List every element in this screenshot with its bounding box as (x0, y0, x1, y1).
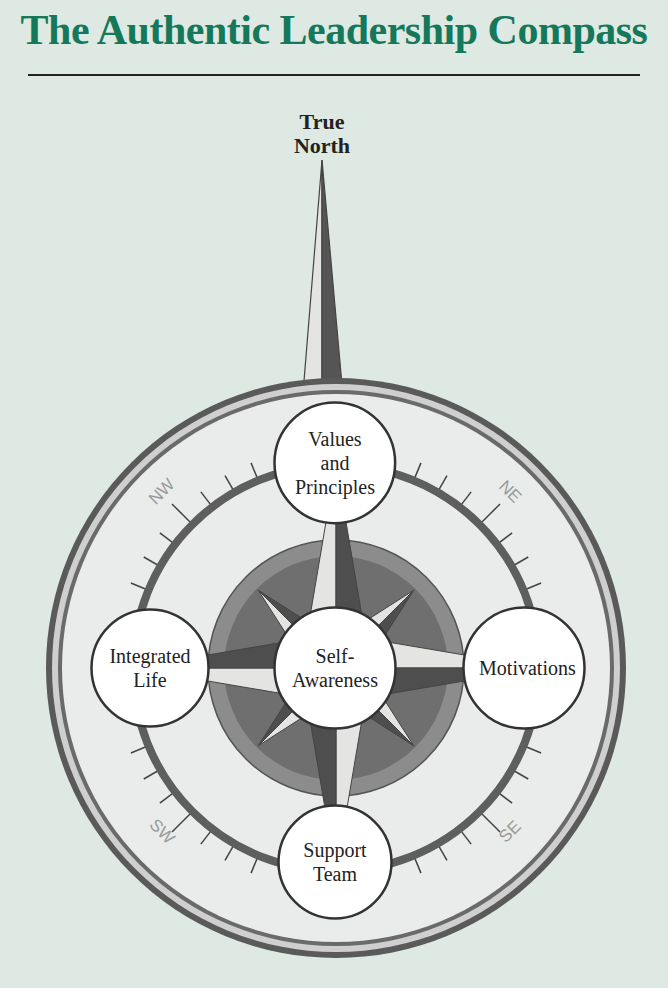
compass-circle: Values and Principles (273, 401, 397, 525)
direction-label: NW (145, 475, 179, 509)
compass-circle: Self-Awareness (273, 606, 397, 730)
circle-label: Integrated Life (107, 644, 194, 692)
compass-circle: Motivations (462, 606, 586, 730)
compass-circle: Integrated Life (90, 608, 210, 728)
diagram-title: The Authentic Leadership Compass (0, 6, 668, 54)
direction-label: SW (145, 815, 179, 849)
circle-label: Support Team (293, 838, 377, 886)
circle-outline (90, 608, 210, 728)
title-rule (28, 74, 640, 76)
compass-circle: Support Team (277, 804, 393, 920)
direction-label: NE (495, 477, 526, 508)
direction-label: SE (495, 817, 525, 847)
circle-label: Motivations (479, 656, 569, 680)
compass-body (46, 378, 626, 958)
circle-outline (273, 606, 397, 730)
circle-label: Self-Awareness (290, 644, 380, 692)
circle-outline (277, 804, 393, 920)
needle-label: True North (287, 110, 357, 158)
circle-label: Values and Principles (291, 427, 378, 499)
